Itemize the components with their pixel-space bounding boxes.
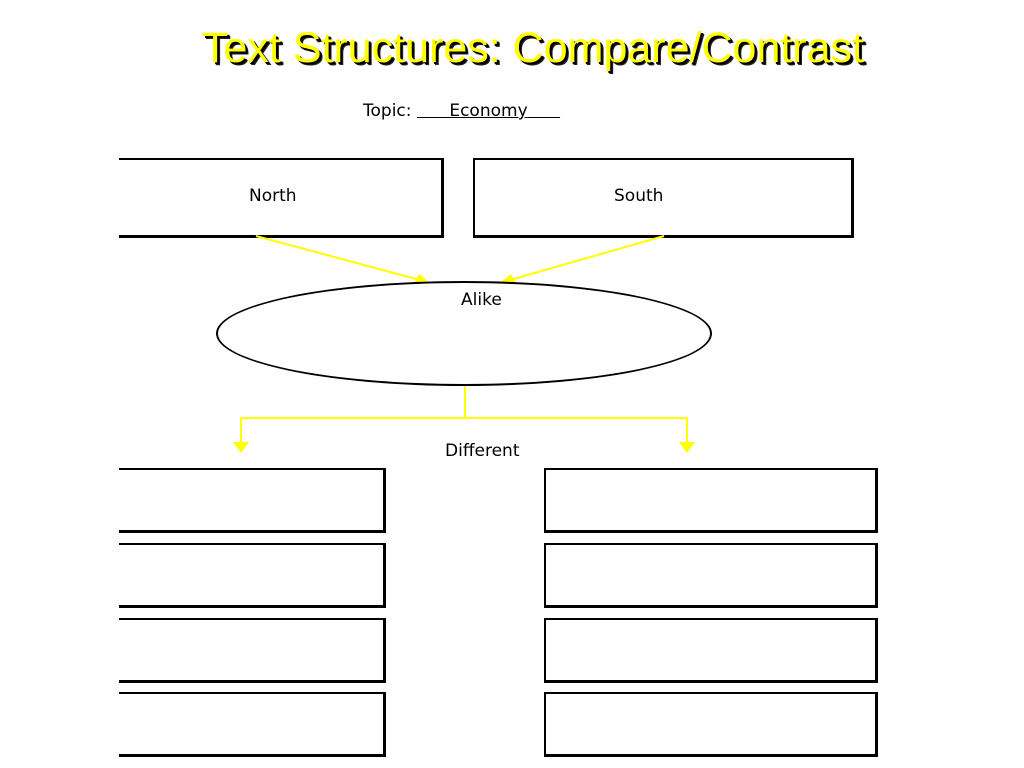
- topic-line: Topic: Economy: [363, 101, 560, 121]
- south-difference-box: [544, 543, 878, 608]
- left-branch-arrowhead: [233, 442, 249, 453]
- south-difference-box: [544, 468, 878, 533]
- north-difference-box: [119, 618, 386, 683]
- topic-label: Topic:: [363, 101, 412, 121]
- alike-ellipse: [216, 281, 712, 386]
- topic-blank: Economy: [417, 101, 560, 121]
- different-label: Different: [445, 441, 520, 461]
- topic-value: Economy: [449, 101, 528, 121]
- north-to-alike-arrow: [255, 235, 421, 281]
- north-difference-box: [119, 543, 386, 608]
- south-to-alike-arrow: [509, 235, 665, 281]
- south-label: South: [614, 186, 664, 206]
- north-difference-box: [119, 692, 386, 757]
- slide-title: Text Structures: Compare/Contrast: [202, 24, 864, 72]
- north-difference-box: [119, 468, 386, 533]
- right-branch-arrowhead: [679, 442, 695, 453]
- north-label: North: [249, 186, 297, 206]
- alike-label: Alike: [461, 290, 502, 310]
- south-box: [473, 158, 854, 238]
- south-difference-box: [544, 618, 878, 683]
- south-difference-box: [544, 692, 878, 757]
